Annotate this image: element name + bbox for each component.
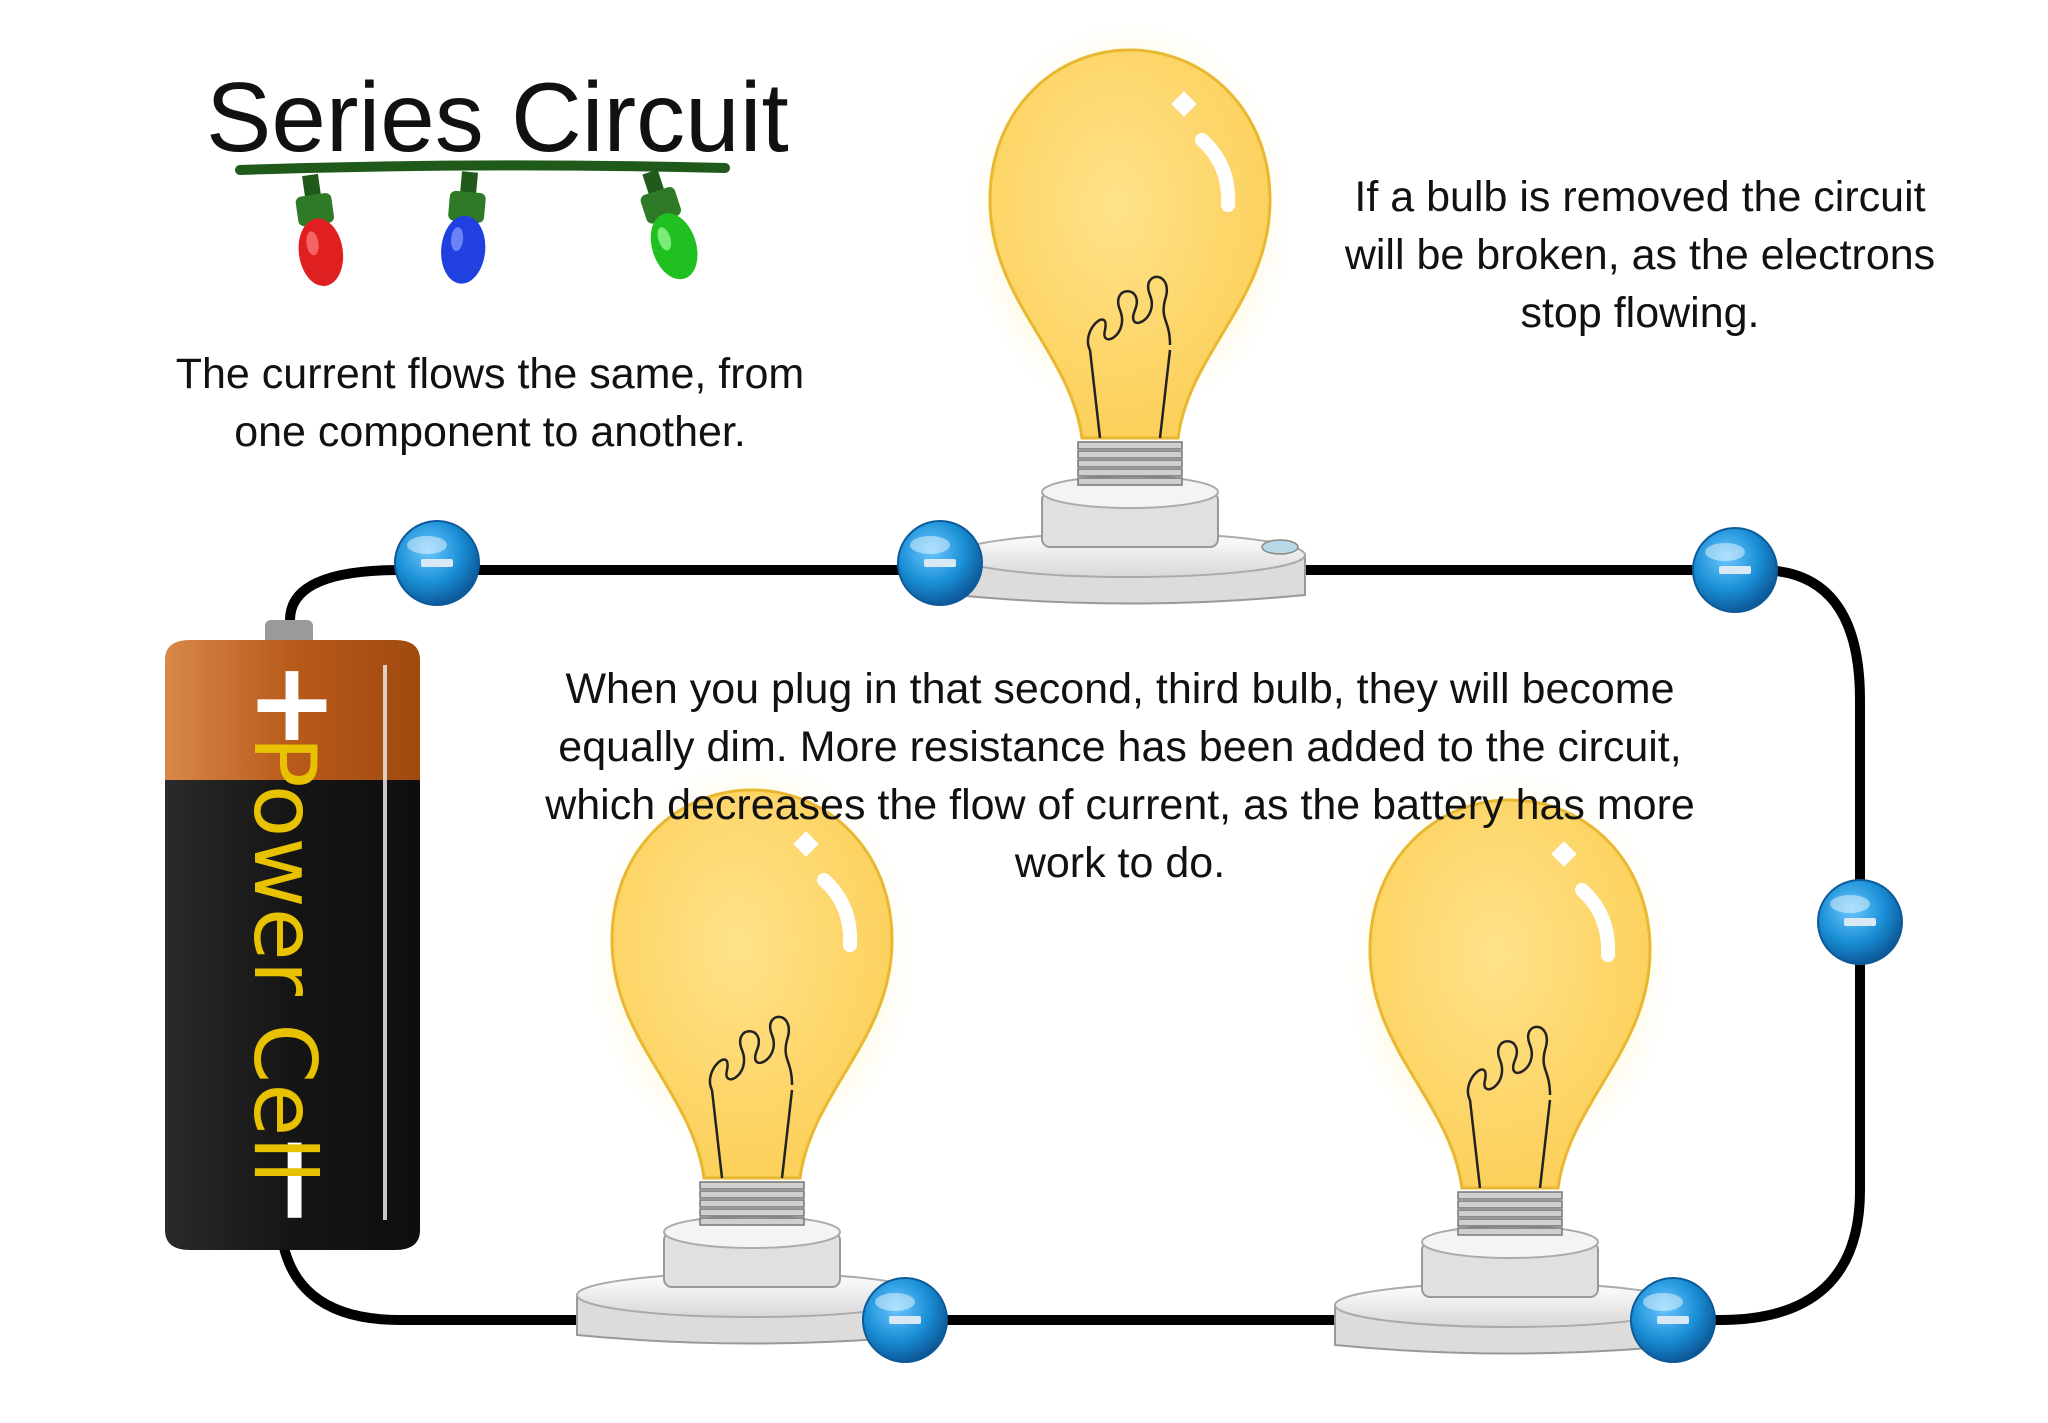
string-lights (235, 160, 730, 287)
battery-label: Power Cell (234, 736, 334, 1184)
battery: + − Power Cell (165, 620, 420, 1250)
electron-4 (1817, 879, 1903, 965)
green-light (640, 169, 698, 280)
electron-1 (394, 520, 480, 606)
red-light (295, 173, 344, 287)
battery-positive-symbol: + (246, 638, 338, 766)
light-bulb-top (954, 10, 1306, 605)
resistance-text: When you plug in that second, third bulb… (545, 665, 1695, 887)
light-bulb-bottom-right (1334, 760, 1686, 1355)
battery-negative-symbol: − (228, 1130, 367, 1231)
bulb-removed-text: If a bulb is removed the circuit will be… (1344, 173, 1936, 337)
electron-5 (862, 1277, 948, 1363)
page-title: Series Circuit (206, 62, 789, 172)
light-bulb-bottom-left (576, 750, 928, 1345)
current-flow-text: The current flows the same, from one com… (175, 350, 805, 456)
circuit-wire (275, 565, 1865, 1325)
electron-3 (1692, 527, 1778, 613)
electron-2 (897, 520, 983, 606)
electron-6 (1630, 1277, 1716, 1363)
blue-light (441, 171, 486, 284)
